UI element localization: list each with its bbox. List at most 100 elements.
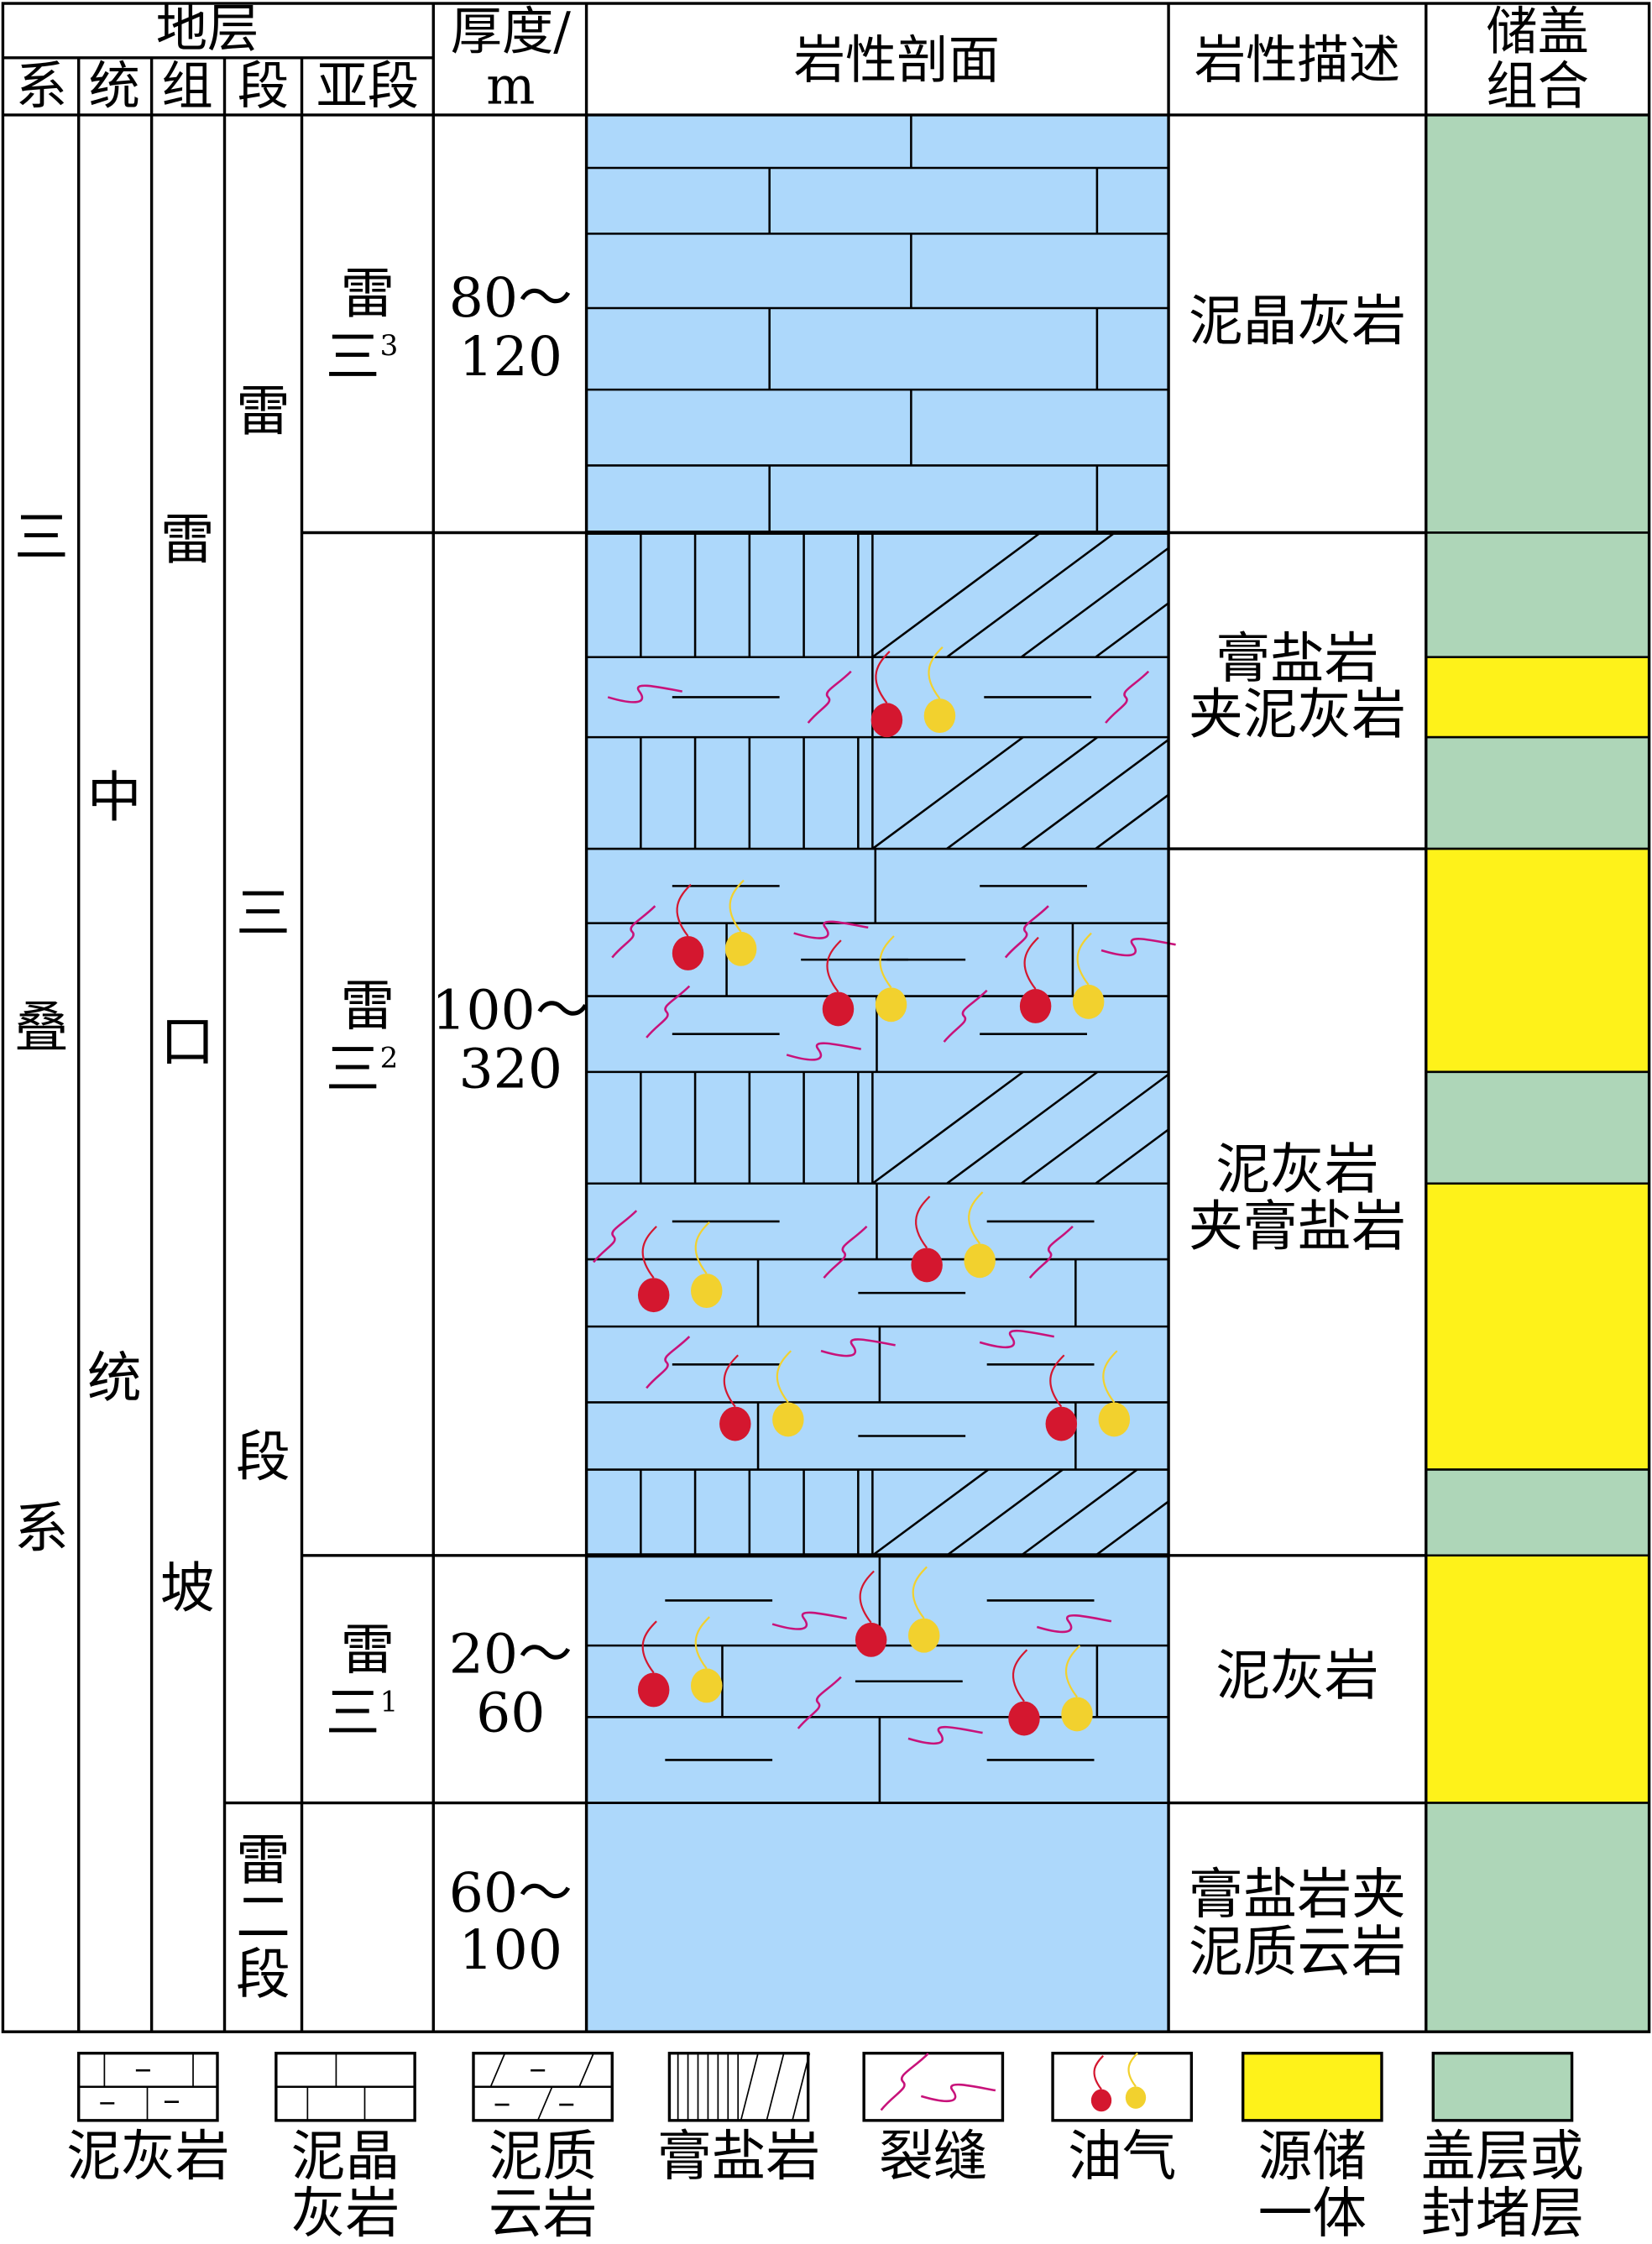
oil-tail	[859, 1570, 875, 1624]
legend-label: 源储	[1258, 2126, 1367, 2189]
fracture-mark	[907, 1725, 983, 1745]
submember-sup: 2	[380, 1042, 399, 1075]
lithology-description: 夹泥灰岩	[1189, 683, 1406, 746]
legend-item-marl: 泥灰岩	[66, 2052, 229, 2189]
gypsum-diagonal-line	[871, 736, 1024, 850]
fracture-mark	[1036, 1614, 1112, 1634]
header-strata: 地层	[156, 0, 259, 59]
description-column: 泥晶灰岩 膏盐岩 夹泥灰岩 泥灰岩 夹膏盐岩 泥灰岩 膏盐岩夹 泥质云岩	[1189, 290, 1406, 1983]
oil-drop	[1019, 989, 1052, 1023]
gas-tail	[912, 1566, 928, 1619]
lithology-description: 泥质云岩	[1189, 1921, 1406, 1984]
gas-drop	[724, 931, 757, 966]
header-submember: 亚段	[316, 56, 420, 116]
gypsum-diagonal-line	[1020, 1073, 1169, 1185]
fracture-mark	[1105, 670, 1150, 724]
source-reservoir-icon	[1241, 2052, 1383, 2122]
gypsum-diagonal-line	[1020, 1468, 1138, 1556]
legend-label: 盖层或	[1421, 2126, 1584, 2189]
submember-column: 雷 三3 雷 三2 雷 三1	[326, 263, 398, 1744]
gas-tail	[776, 1350, 792, 1404]
pattern-line	[536, 2086, 553, 2121]
header-formation: 组	[162, 56, 213, 116]
gypsum-diagonal-line	[1020, 739, 1169, 850]
fracture-mark	[1100, 938, 1176, 957]
submember-char: 三	[326, 326, 380, 389]
formation-char: 坡	[160, 1557, 215, 1620]
gas-tail	[694, 1221, 710, 1274]
lithology-description: 膏盐岩夹	[1189, 1864, 1406, 1927]
gas-tail	[1102, 1350, 1118, 1404]
oil-drop	[637, 1672, 670, 1708]
fracture-mark	[823, 1225, 868, 1279]
lithology-description: 泥灰岩	[1215, 1138, 1378, 1201]
legend-swatch	[1051, 2052, 1194, 2122]
member-char: 雷	[236, 1829, 290, 1892]
cap-layer-block	[1425, 531, 1650, 659]
system-char: 叠	[14, 996, 69, 1059]
header-profile: 岩性剖面	[794, 31, 1000, 91]
legend-label: 泥质	[489, 2126, 597, 2189]
gypsum-diagonal-line	[1095, 1500, 1169, 1556]
series-column: 中 统	[87, 766, 142, 1410]
oil-drop	[822, 991, 855, 1027]
cap-layer-block	[1425, 1468, 1650, 1557]
gas-drop	[964, 1243, 996, 1279]
thickness-value: 100～	[431, 980, 589, 1043]
gypsum-diagonal-line	[871, 531, 1042, 658]
profile-fill	[586, 114, 1169, 2032]
gas-tail	[928, 646, 944, 699]
fracture-mark	[646, 1336, 691, 1389]
micritic-limestone-icon	[274, 2052, 416, 2122]
fracture-mark	[943, 989, 988, 1043]
lithology-profile	[586, 114, 1176, 1804]
gas-tail	[729, 879, 745, 933]
lithology-description: 泥灰岩	[1215, 1645, 1378, 1708]
oil-tail	[1049, 1354, 1065, 1408]
fracture-mark	[611, 905, 656, 959]
thickness-value: 80～	[449, 267, 572, 330]
submember-sup: 3	[380, 329, 399, 363]
oil-tail	[915, 1195, 931, 1249]
oil-tail	[1023, 936, 1039, 990]
oil-tail	[641, 1226, 657, 1279]
gypsum-diagonal-line	[871, 1070, 1024, 1185]
fracture-mark	[786, 1042, 861, 1061]
header-thickness-unit: m	[486, 56, 535, 116]
oil-tail	[1093, 2055, 1104, 2090]
gas-drop	[923, 698, 956, 734]
gas-drop	[772, 1402, 804, 1437]
cap-seal-icon	[1431, 2052, 1574, 2122]
table-grid	[1, 2, 1651, 2033]
fracture-mark	[920, 2083, 996, 2102]
lithology-description: 泥晶灰岩	[1189, 290, 1406, 353]
system-column: 三 叠 系	[14, 506, 69, 1561]
formation-column: 雷 口 坡	[160, 509, 215, 1620]
pattern-line	[792, 2053, 811, 2121]
oil-drop	[637, 1278, 670, 1313]
gypsum-diagonal-line	[1095, 793, 1169, 850]
fracture-mark	[1028, 1225, 1074, 1279]
legend-label: 云岩	[489, 2183, 597, 2244]
legend-label: 封堵层	[1421, 2183, 1584, 2244]
thickness-value: 60～	[449, 1862, 572, 1925]
fracture-mark	[607, 684, 682, 704]
legend-label: 一体	[1258, 2183, 1367, 2244]
source-reservoir-block	[1425, 656, 1650, 739]
oil-drop	[1008, 1701, 1040, 1736]
submember-lei32-2: 三2	[326, 1038, 398, 1101]
lithology-description: 夹膏盐岩	[1189, 1195, 1406, 1258]
member-char: 三	[236, 882, 290, 945]
fracture-mark	[1004, 905, 1049, 959]
thickness-column: 80～ 120 100～ 320 20～ 60 60～ 100	[431, 267, 589, 1982]
pattern-line	[578, 2053, 594, 2088]
oil-tail	[723, 1354, 739, 1408]
header-series: 统	[89, 56, 140, 116]
member-column: 雷 三 段 雷 二 段	[236, 380, 290, 2006]
gas-drop	[1061, 1697, 1093, 1732]
gas-drop	[875, 987, 907, 1023]
thickness-value: 100	[459, 1919, 563, 1982]
gas-drop	[1098, 1402, 1131, 1437]
fracture-mark	[797, 1676, 842, 1729]
